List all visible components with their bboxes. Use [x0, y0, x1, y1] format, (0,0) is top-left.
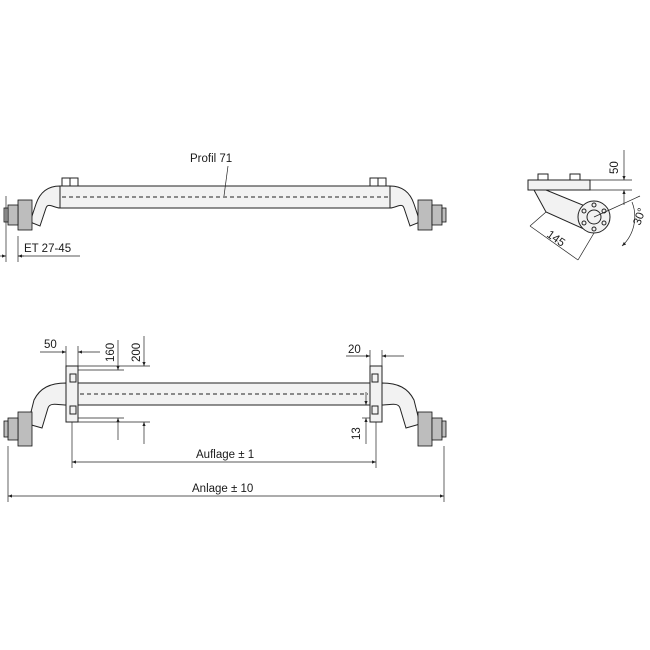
side-bracket-right — [569, 173, 581, 180]
plan-view: 50 160 200 20 13 Auflage ± 1 — [3, 336, 447, 502]
plan-13-label: 13 — [351, 427, 363, 440]
right-swing-arm-top — [389, 185, 421, 227]
side-30deg-label: 30° — [632, 207, 649, 227]
side-bracket-left — [537, 173, 549, 180]
et-dimension: ET 27-45 — [0, 236, 80, 262]
side-view: 50 30° 145 — [527, 150, 649, 261]
left-swing-arm-top — [29, 185, 61, 227]
left-hub-plan — [3, 411, 33, 447]
profile-label: Profil 71 — [190, 153, 232, 165]
top-elevation-view: Profil 71 ET 27-45 — [0, 153, 447, 262]
plan-160-label: 160 — [105, 343, 117, 362]
plan-20-label: 20 — [348, 344, 361, 356]
et-label: ET 27-45 — [24, 243, 71, 255]
left-swing-arm-plan — [27, 382, 67, 429]
right-hub-top — [417, 199, 447, 231]
left-bracket-top — [61, 177, 79, 186]
right-hub-plan — [417, 411, 447, 447]
anlage-label: Anlage ± 10 — [192, 483, 253, 495]
side-50-label: 50 — [609, 161, 621, 174]
plan-50-label: 50 — [44, 339, 57, 351]
auflage-label: Auflage ± 1 — [196, 449, 254, 461]
side-hub-inner — [586, 209, 602, 225]
left-hub-top — [3, 196, 33, 236]
plan-200-label: 200 — [131, 343, 143, 362]
side-145-label: 145 — [544, 229, 567, 250]
side-mount-plate — [527, 179, 591, 191]
right-bracket-top — [369, 177, 387, 186]
right-swing-arm-plan — [381, 382, 421, 429]
